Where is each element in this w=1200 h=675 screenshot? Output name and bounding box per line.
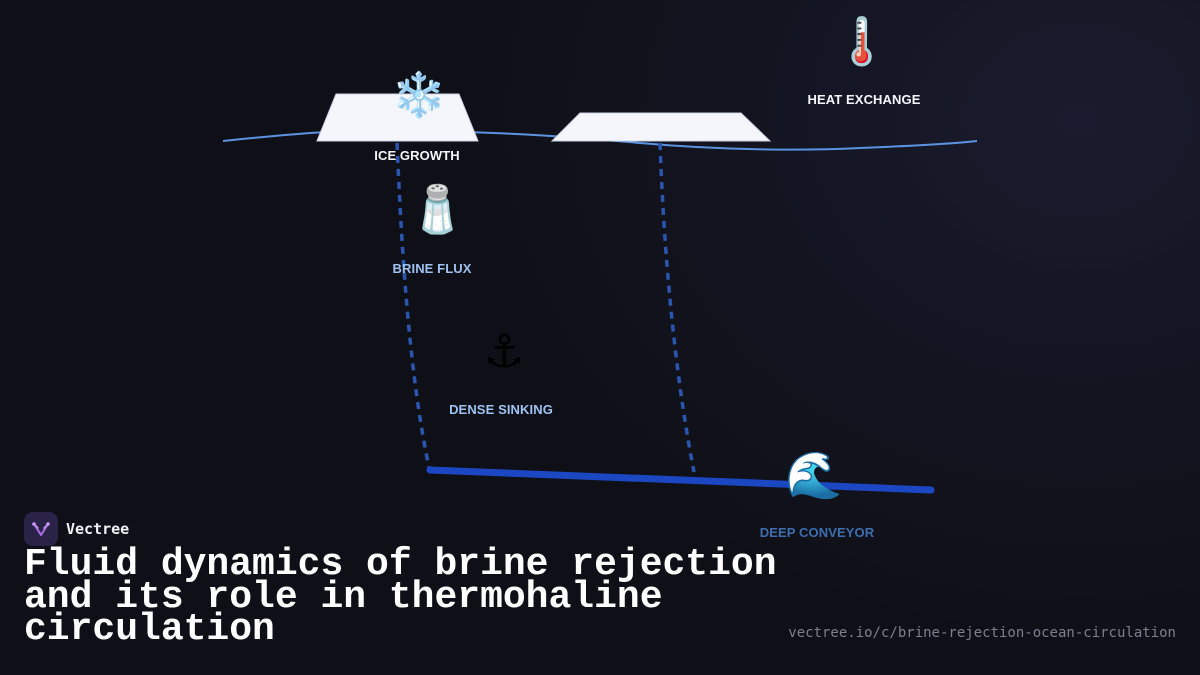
- wave-icon: 🌊: [785, 448, 843, 502]
- sinking-path-right: [658, 142, 696, 473]
- ice-floe-left: [316, 93, 479, 142]
- sinking-path-left: [395, 142, 432, 473]
- brand-logo-icon: [24, 512, 58, 546]
- label-ice-growth: ICE GROWTH: [374, 148, 460, 163]
- ice-floe-right: [550, 112, 772, 142]
- thermometer-icon: 🌡️: [833, 14, 891, 68]
- snowflake-icon: ❄️: [391, 70, 447, 121]
- label-deep-conveyor: DEEP CONVEYOR: [759, 525, 875, 540]
- salt-shaker-icon: 🧂: [409, 182, 467, 236]
- label-heat-exchange: HEAT EXCHANGE: [807, 92, 921, 107]
- label-brine-flux: BRINE FLUX: [392, 261, 472, 276]
- brand: Vectree: [24, 512, 129, 546]
- brand-name: Vectree: [66, 520, 130, 538]
- anchor-icon: ⚓: [483, 324, 525, 378]
- page-title: Fluid dynamics of brine rejection and it…: [24, 543, 777, 651]
- label-dense-sinking: DENSE SINKING: [449, 402, 553, 417]
- source-url: vectree.io/c/brine-rejection-ocean-circu…: [788, 625, 1176, 641]
- deep-current-line: [426, 466, 935, 494]
